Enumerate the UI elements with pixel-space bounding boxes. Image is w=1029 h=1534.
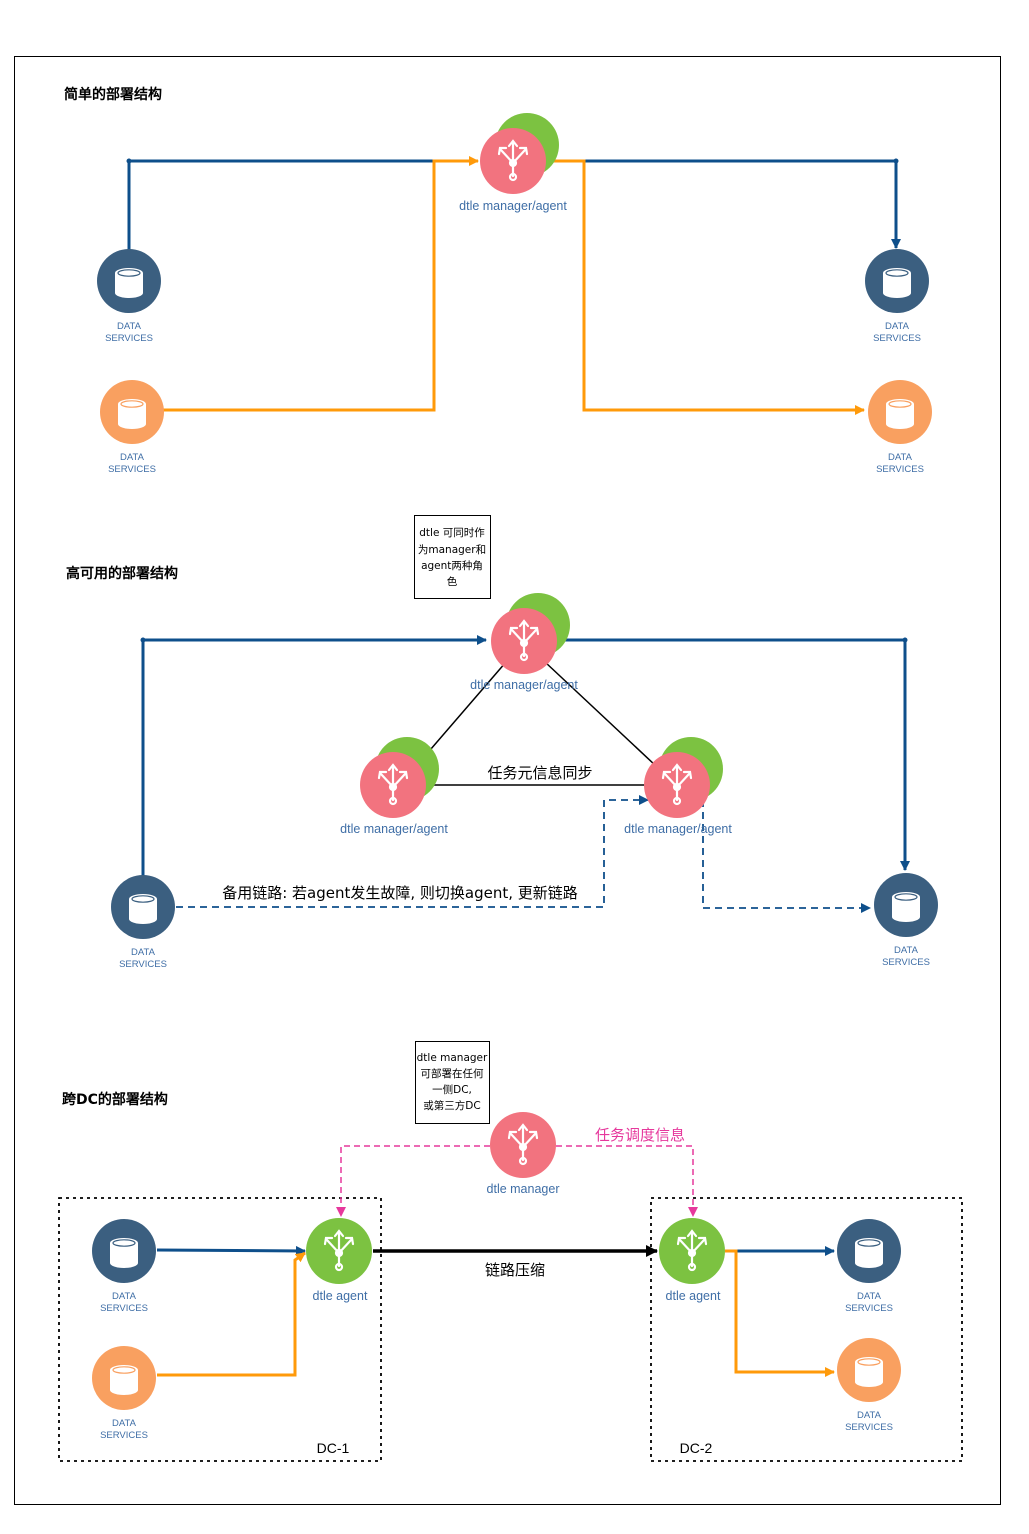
dc1-label: DC-1	[317, 1440, 350, 1456]
note-line: 色	[447, 575, 458, 588]
database-icon	[868, 380, 932, 444]
db-label-line2: SERVICES	[845, 1303, 893, 1314]
node-label: dtle manager/agent	[624, 822, 732, 836]
note-box-ha	[414, 515, 491, 599]
dtle-manager-node	[490, 1112, 556, 1178]
db-label-line2: SERVICES	[845, 1422, 893, 1433]
database-icon	[874, 873, 938, 937]
node-label: dtle manager/agent	[470, 678, 578, 692]
outer-frame	[14, 56, 1001, 1505]
database-icon	[865, 249, 929, 313]
edge-blue-src	[127, 159, 470, 250]
note-line: 可部署在任何	[421, 1067, 484, 1080]
db-label-line1: DATA	[131, 947, 156, 958]
edge-blue-dst	[560, 638, 910, 871]
node-label: dtle manager	[487, 1182, 560, 1196]
compress-label: 链路压缩	[485, 1261, 545, 1279]
sync-line	[544, 661, 657, 767]
database-icon	[111, 875, 175, 939]
note-line: 为manager和	[418, 544, 486, 556]
db-label-line2: SERVICES	[100, 1430, 148, 1441]
backup-label: 备用链路: 若agent发生故障, 则切换agent, 更新链路	[222, 884, 578, 902]
edge-blue-dst	[560, 159, 901, 249]
schedule-link-dc2	[556, 1145, 698, 1217]
schedule-label: 任务调度信息	[595, 1126, 685, 1144]
db-label-line1: DATA	[894, 945, 919, 956]
db-label-line1: DATA	[112, 1418, 137, 1429]
database-icon	[92, 1219, 156, 1283]
edge-joint	[902, 637, 908, 643]
backup-link-src	[176, 795, 649, 908]
node-label: dtle manager/agent	[340, 822, 448, 836]
db-label-line2: SERVICES	[882, 957, 930, 968]
edge-orange-dc1	[157, 1251, 306, 1377]
database-icon	[100, 380, 164, 444]
dtle-manager-agent-node	[644, 737, 723, 818]
database-icon	[837, 1219, 901, 1283]
edge-joint	[126, 158, 132, 164]
note-line: agent两种角	[421, 559, 483, 572]
node-label: dtle manager/agent	[459, 199, 567, 213]
node-label: dtle agent	[666, 1289, 721, 1303]
note-line: 或第三方DC	[423, 1099, 480, 1112]
db-label-line2: SERVICES	[105, 333, 153, 344]
db-label-line2: SERVICES	[119, 959, 167, 970]
db-label-line1: DATA	[885, 321, 910, 332]
dc2-label: DC-2	[680, 1440, 713, 1456]
edge-joint	[893, 158, 899, 164]
db-label-line2: SERVICES	[873, 333, 921, 344]
note-line: dtle manager	[417, 1052, 488, 1064]
dtle-manager-agent-node	[480, 113, 559, 194]
edge-orange-dst	[552, 159, 865, 415]
edge-orange-dc2	[725, 1249, 835, 1377]
database-icon	[92, 1346, 156, 1410]
section-title-cross-dc: 跨DC的部署结构	[62, 1091, 168, 1108]
db-label-line1: DATA	[857, 1291, 882, 1302]
note-line: dtle 可同时作	[419, 527, 485, 539]
database-icon	[97, 249, 161, 313]
schedule-link-dc1	[336, 1145, 490, 1217]
dtle-manager-agent-node	[491, 593, 570, 674]
database-icon	[837, 1338, 901, 1402]
dc1-box	[58, 1197, 382, 1462]
db-label-line2: SERVICES	[108, 464, 156, 475]
db-label-line1: DATA	[888, 452, 913, 463]
section-title-simple: 简单的部署结构	[64, 86, 162, 103]
note-line: 一侧DC,	[432, 1083, 472, 1096]
db-label-line1: DATA	[857, 1410, 882, 1421]
node-label: dtle agent	[313, 1289, 368, 1303]
backup-link-dst	[702, 800, 871, 913]
dc2-box	[650, 1197, 963, 1462]
edge-orange-src	[160, 156, 479, 412]
sync-line	[417, 661, 507, 765]
dtle-agent-node	[306, 1218, 372, 1284]
dtle-manager-agent-node	[360, 737, 439, 818]
db-label-line2: SERVICES	[100, 1303, 148, 1314]
db-label-line1: DATA	[112, 1291, 137, 1302]
db-label-line1: DATA	[120, 452, 145, 463]
db-label-line1: DATA	[117, 321, 142, 332]
note-box-cross-dc	[415, 1041, 490, 1124]
sync-label: 任务元信息同步	[487, 764, 592, 782]
edge-blue-dc1	[156, 1245, 306, 1256]
edge-joint	[140, 637, 146, 643]
db-label-line2: SERVICES	[876, 464, 924, 475]
dtle-agent-node	[659, 1218, 725, 1284]
section-title-ha: 高可用的部署结构	[66, 565, 178, 582]
